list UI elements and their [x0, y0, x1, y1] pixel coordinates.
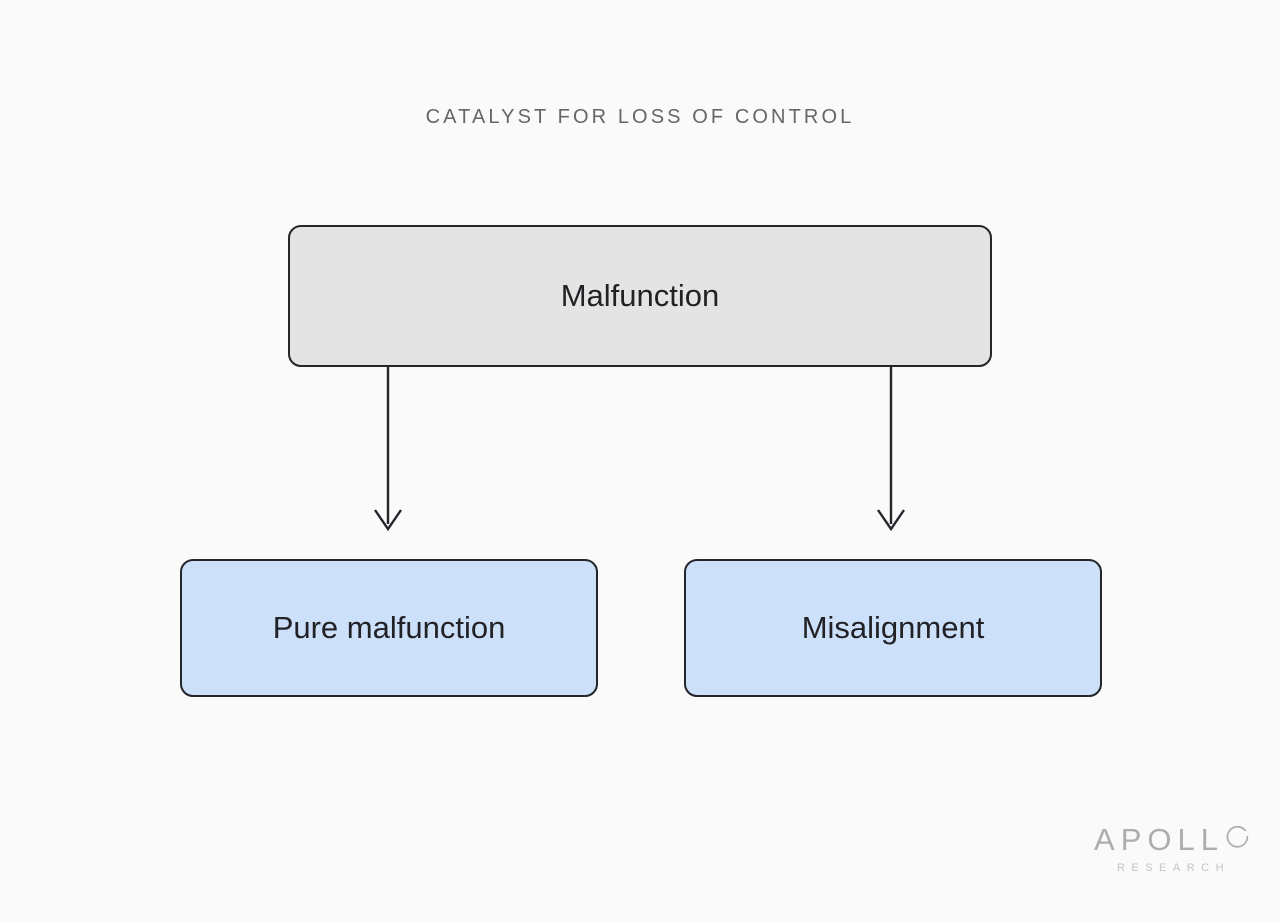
- node-malfunction[interactable]: Malfunction: [288, 225, 992, 367]
- page-title: CATALYST FOR LOSS OF CONTROL: [425, 106, 855, 128]
- node-malfunction-label: Malfunction: [560, 278, 720, 314]
- logo-wordmark: APOLL: [1083, 824, 1258, 855]
- node-pure-malfunction-label: Pure malfunction: [272, 610, 506, 646]
- edge-malfunction-to-pure-malfunction: [374, 367, 402, 532]
- logo-wordmark-text: APOLL: [1094, 822, 1224, 857]
- logo-ring-o-icon: [1225, 824, 1251, 855]
- node-pure-malfunction[interactable]: Pure malfunction: [180, 559, 598, 697]
- node-misalignment-label: Misalignment: [801, 610, 985, 646]
- node-misalignment[interactable]: Misalignment: [684, 559, 1102, 697]
- edge-malfunction-to-misalignment: [877, 367, 905, 532]
- apollo-research-logo: APOLL RESEARCH: [1083, 824, 1258, 874]
- logo-subtitle: RESEARCH: [1116, 862, 1231, 874]
